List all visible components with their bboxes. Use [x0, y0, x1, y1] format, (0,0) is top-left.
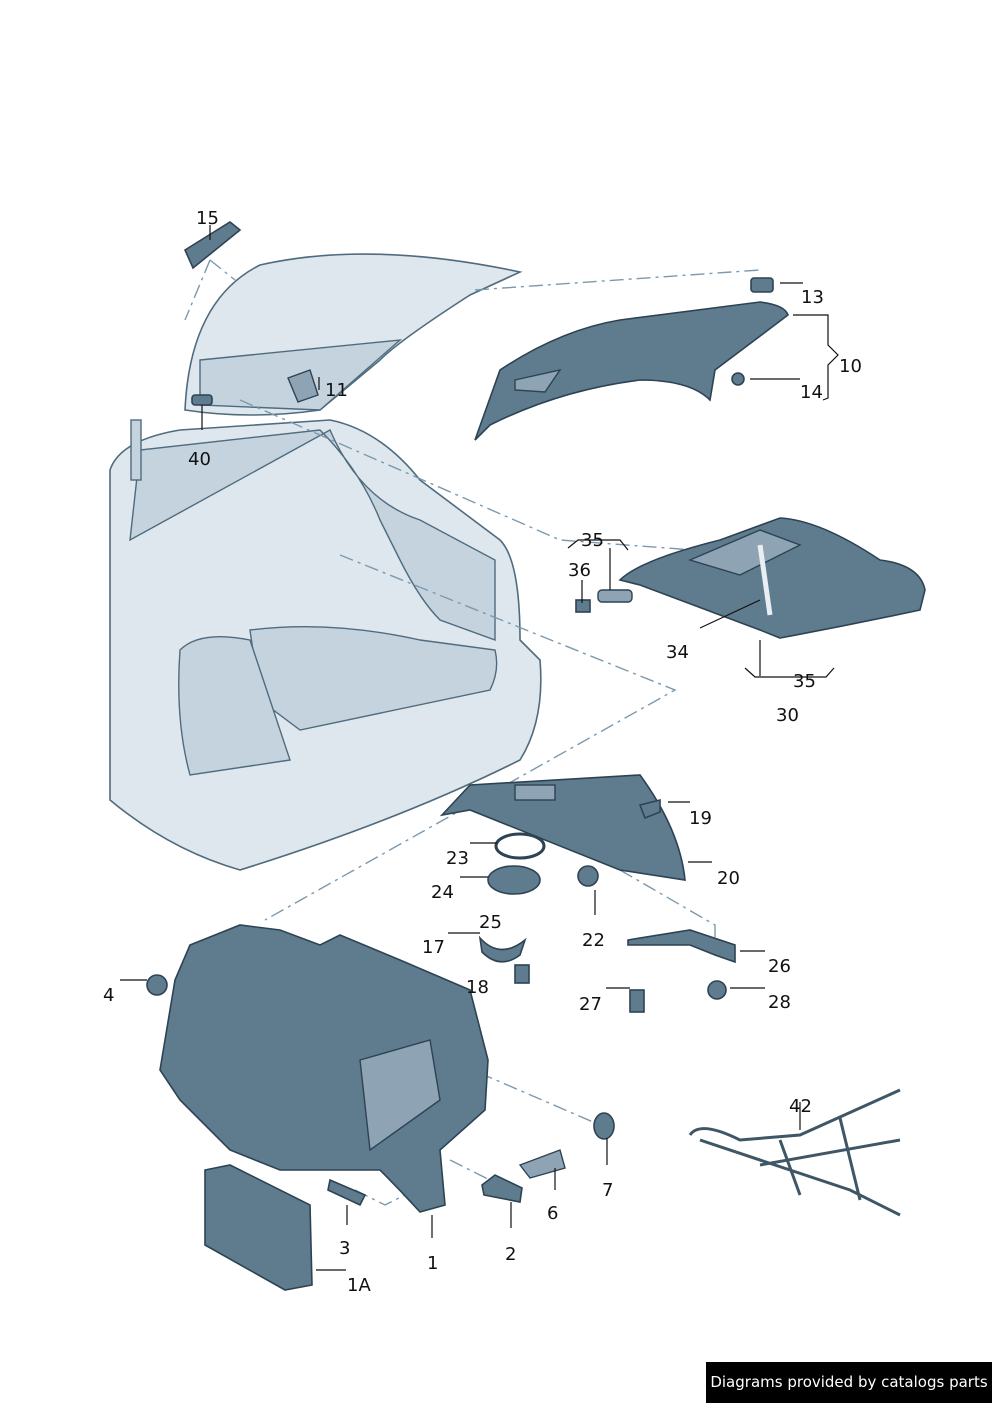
part-2-pad[interactable]: [481, 1174, 523, 1203]
callout-10: 10: [839, 356, 862, 377]
part-36-pin[interactable]: [575, 589, 633, 613]
part-22-nut[interactable]: [577, 865, 599, 887]
callout-25: 25: [479, 912, 502, 933]
callout-20: 20: [717, 868, 740, 889]
part-20-speaker-trim[interactable]: [439, 774, 686, 881]
part-1-side-trim[interactable]: [159, 924, 489, 1213]
part-30-floor-cover[interactable]: [618, 517, 926, 639]
callout-35-bottom: 35: [793, 671, 816, 692]
part-23-ring[interactable]: [494, 832, 546, 860]
callout-40: 40: [188, 449, 211, 470]
part-10-lid-trim[interactable]: [474, 301, 789, 441]
callout-36: 36: [568, 560, 591, 581]
part-13-clip[interactable]: [750, 277, 774, 293]
callout-1A: 1A: [347, 1275, 371, 1296]
callout-2: 2: [505, 1244, 516, 1265]
part-18-screw[interactable]: [514, 964, 530, 984]
callout-15: 15: [196, 208, 219, 229]
callout-24: 24: [431, 882, 454, 903]
callout-34: 34: [666, 642, 689, 663]
part-19-clip[interactable]: [638, 798, 661, 820]
attribution-footer: Diagrams provided by catalogs parts: [706, 1362, 992, 1403]
callout-14: 14: [800, 382, 823, 403]
car-rear-illustration: [109, 253, 542, 871]
part-25-bracket[interactable]: [478, 935, 527, 963]
part-40-bolt[interactable]: [191, 394, 213, 406]
callout-27: 27: [579, 994, 602, 1015]
callout-28: 28: [768, 992, 791, 1013]
callout-42: 42: [789, 1096, 812, 1117]
part-42-net[interactable]: [688, 1088, 901, 1217]
part-6-clip[interactable]: [518, 1149, 566, 1179]
part-3-clip[interactable]: [327, 1178, 367, 1207]
part-11-lock-cover[interactable]: [287, 369, 319, 403]
callout-22: 22: [582, 930, 605, 951]
callout-4: 4: [103, 985, 114, 1006]
part-24-speaker[interactable]: [487, 865, 541, 895]
part-27-screw[interactable]: [629, 989, 645, 1013]
callout-13: 13: [801, 287, 824, 308]
part-1A-bracket[interactable]: [204, 1164, 313, 1291]
callout-7: 7: [602, 1180, 613, 1201]
callout-11: 11: [325, 380, 348, 401]
callout-23: 23: [446, 848, 469, 869]
callout-26: 26: [768, 956, 791, 977]
part-28-nut[interactable]: [707, 980, 727, 1000]
callout-19: 19: [689, 808, 712, 829]
callout-35-top: 35: [581, 530, 604, 551]
part-26-bracket[interactable]: [627, 929, 736, 964]
part-15-bumper-pad[interactable]: [183, 221, 242, 270]
callout-30: 30: [776, 705, 799, 726]
callout-18: 18: [466, 977, 489, 998]
part-4-clip[interactable]: [146, 974, 168, 996]
part-7-washer[interactable]: [593, 1112, 615, 1140]
callout-labels: 15 13 10 14 11 40 35 36 34 35 30 19 23 2…: [103, 208, 862, 1296]
label-leaders: [120, 225, 839, 1271]
part-14-clip[interactable]: [731, 372, 745, 386]
callout-1: 1: [427, 1253, 438, 1274]
callout-6: 6: [547, 1203, 558, 1224]
callout-3: 3: [339, 1238, 350, 1259]
callout-17: 17: [422, 937, 445, 958]
